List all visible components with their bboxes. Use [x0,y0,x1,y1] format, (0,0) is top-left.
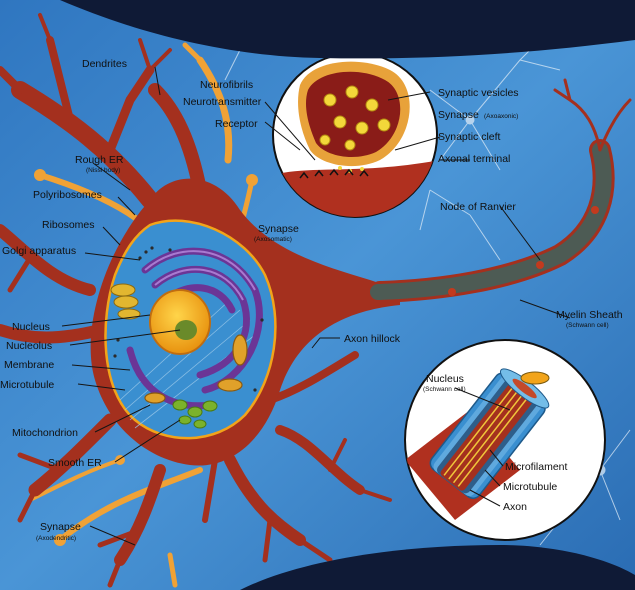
label-membrane: Membrane [4,359,54,371]
label-myelin-sheath-sub: (Schwann cell) [566,322,609,329]
label-nucleolus: Nucleolus [6,340,52,352]
label-synapse-axoaxonic-sub: (Axoaxonic) [484,113,518,120]
label-smooth-er: Smooth ER [48,457,102,469]
label-microtubule: Microtubule [0,379,54,391]
label-neurotransmitter: Neurotransmitter [183,96,262,108]
label-receptor: Receptor [215,118,258,130]
label-mitochondrion: Mitochondrion [12,427,78,439]
label-node-of-ranvier: Node of Ranvier [440,201,516,213]
label-dendrites: Dendrites [82,58,127,70]
label-inset-microtubule: Microtubule [503,481,557,493]
label-myelin-sheath: Myelin Sheath [556,309,623,321]
schwann-nucleus-shape [521,372,549,384]
label-synapse-axosomatic: Synapse [258,223,299,235]
label-rough-er-sub: (Nissl body) [86,167,120,174]
label-microfilament: Microfilament [505,461,568,473]
label-axonal-terminal: Axonal terminal [438,153,510,165]
label-axon: Axon [503,501,527,513]
label-synapse-axoaxonic: Synapse [438,109,479,121]
label-neurofibrils: Neurofibrils [200,79,253,91]
label-nucleus: Nucleus [12,321,50,333]
label-ribosomes: Ribosomes [42,219,95,231]
label-axon-hillock: Axon hillock [344,333,401,345]
label-golgi-apparatus: Golgi apparatus [2,245,76,257]
label-schwann-nucleus-sub: (Schwann cell) [423,386,466,393]
label-synaptic-vesicles: Synaptic vesicles [438,87,519,99]
label-rough-er: Rough ER [75,154,124,166]
label-polyribosomes: Polyribosomes [33,189,102,201]
label-synapse-axosomatic-sub: (Axosomatic) [254,236,292,243]
label-synapse-axodendritic: Synapse [40,521,81,533]
label-synapse-axodendritic-sub: (Axodendritic) [36,535,76,542]
label-synaptic-cleft: Synaptic cleft [438,131,501,143]
label-schwann-nucleus: Nucleus [426,373,464,385]
